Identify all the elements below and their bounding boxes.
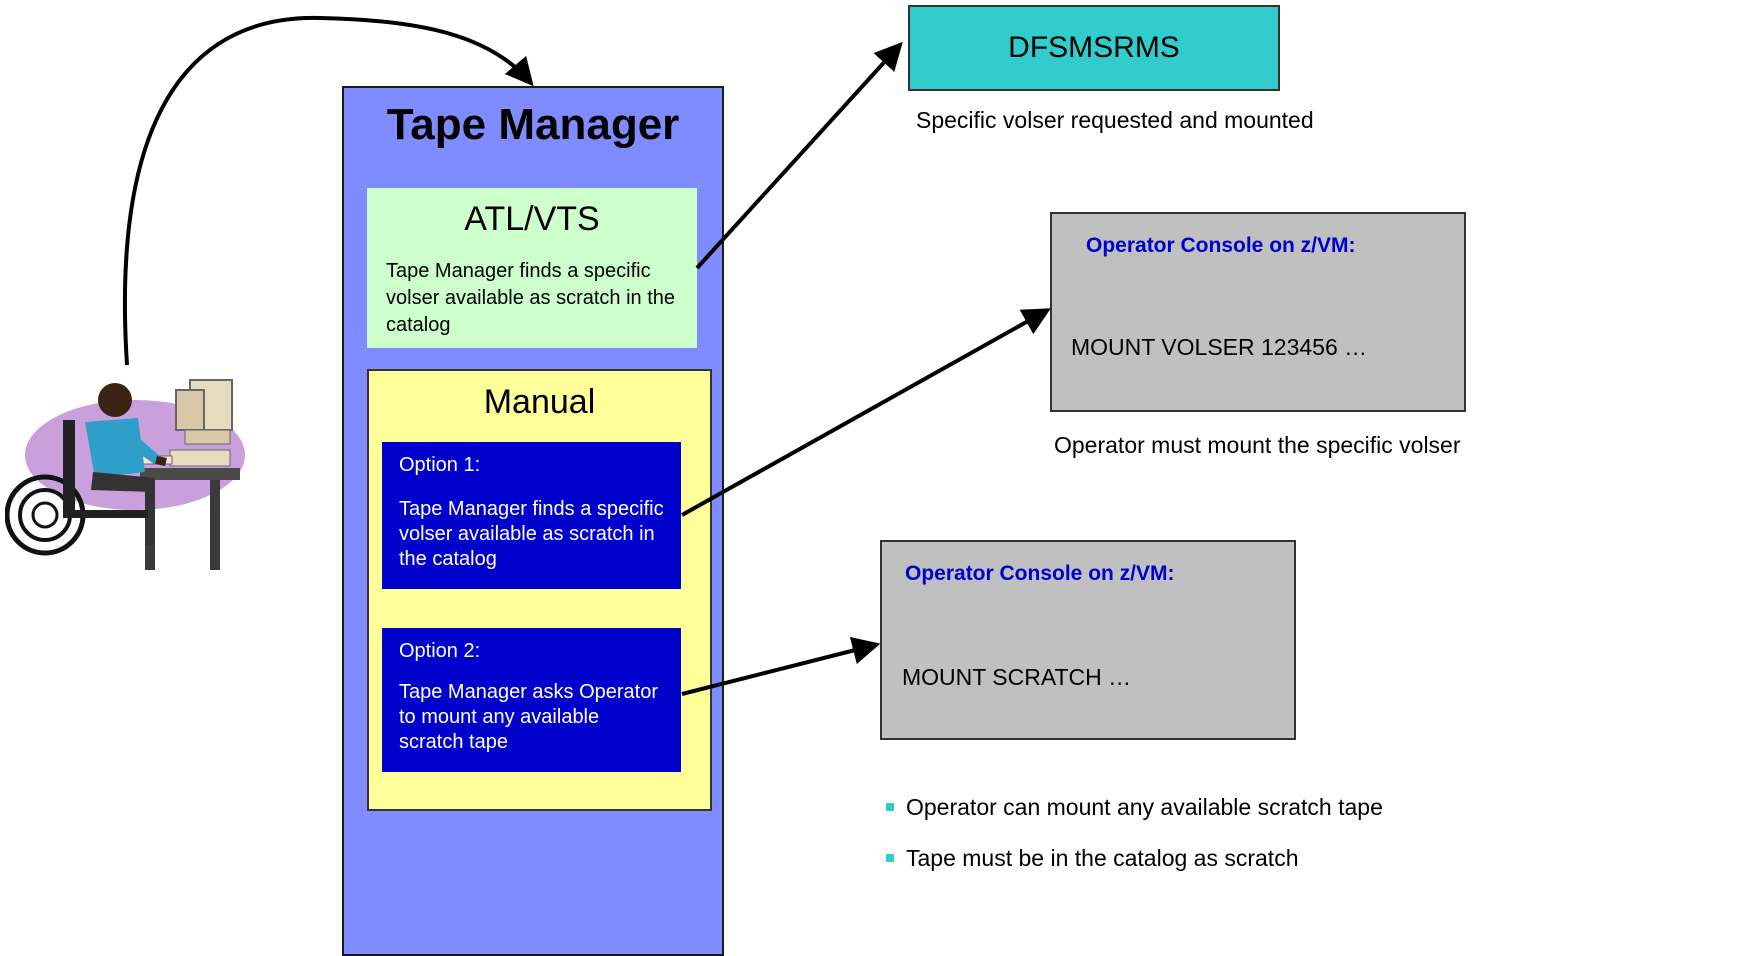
tape-manager-title: Tape Manager xyxy=(386,100,680,149)
user-at-computer-wheelchair-icon xyxy=(5,379,245,570)
option-2-text: Tape Manager asks Operator to mount any … xyxy=(399,681,659,753)
scratch-note-2: Tape must be in the catalog as scratch xyxy=(886,845,1383,872)
option-1-label: Option 1: xyxy=(399,454,481,476)
dfsmsrms-caption: Specific volser requested and mounted xyxy=(916,107,1314,133)
console-scratch-title: Operator Console on z/VM: xyxy=(905,562,1175,585)
manual-title: Manual xyxy=(483,383,596,421)
console-specific-title: Operator Console on z/VM: xyxy=(1086,234,1356,257)
scratch-notes-list: Operator can mount any available scratch… xyxy=(886,794,1383,896)
console-specific-caption: Operator must mount the specific volser xyxy=(1054,432,1461,458)
operator-console-specific: Operator Console on z/VM: MOUNT VOLSER 1… xyxy=(1050,212,1466,412)
arrow-atl-to-dfsmsrms xyxy=(695,41,903,270)
console-scratch-command: MOUNT SCRATCH … xyxy=(902,664,1132,690)
option-1-box: Option 1: Tape Manager finds a specific … xyxy=(382,442,681,589)
dfsmsrms-label: DFSMSRMS xyxy=(1008,31,1180,64)
atl-vts-description: Tape Manager finds a specific volser ava… xyxy=(386,260,676,336)
option-2-box: Option 2: Tape Manager asks Operator to … xyxy=(382,628,681,772)
dfsmsrms-box: DFSMSRMS xyxy=(908,5,1280,91)
scratch-note-1: Operator can mount any available scratch… xyxy=(886,794,1383,821)
operator-console-scratch: Operator Console on z/VM: MOUNT SCRATCH … xyxy=(880,540,1296,740)
option-2-label: Option 2: xyxy=(399,640,481,662)
option-1-text: Tape Manager finds a specific volser ava… xyxy=(399,498,664,570)
atl-vts-title: ATL/VTS xyxy=(464,200,600,238)
console-specific-command: MOUNT VOLSER 123456 … xyxy=(1071,334,1368,360)
arrow-option1-to-console xyxy=(681,308,1051,517)
